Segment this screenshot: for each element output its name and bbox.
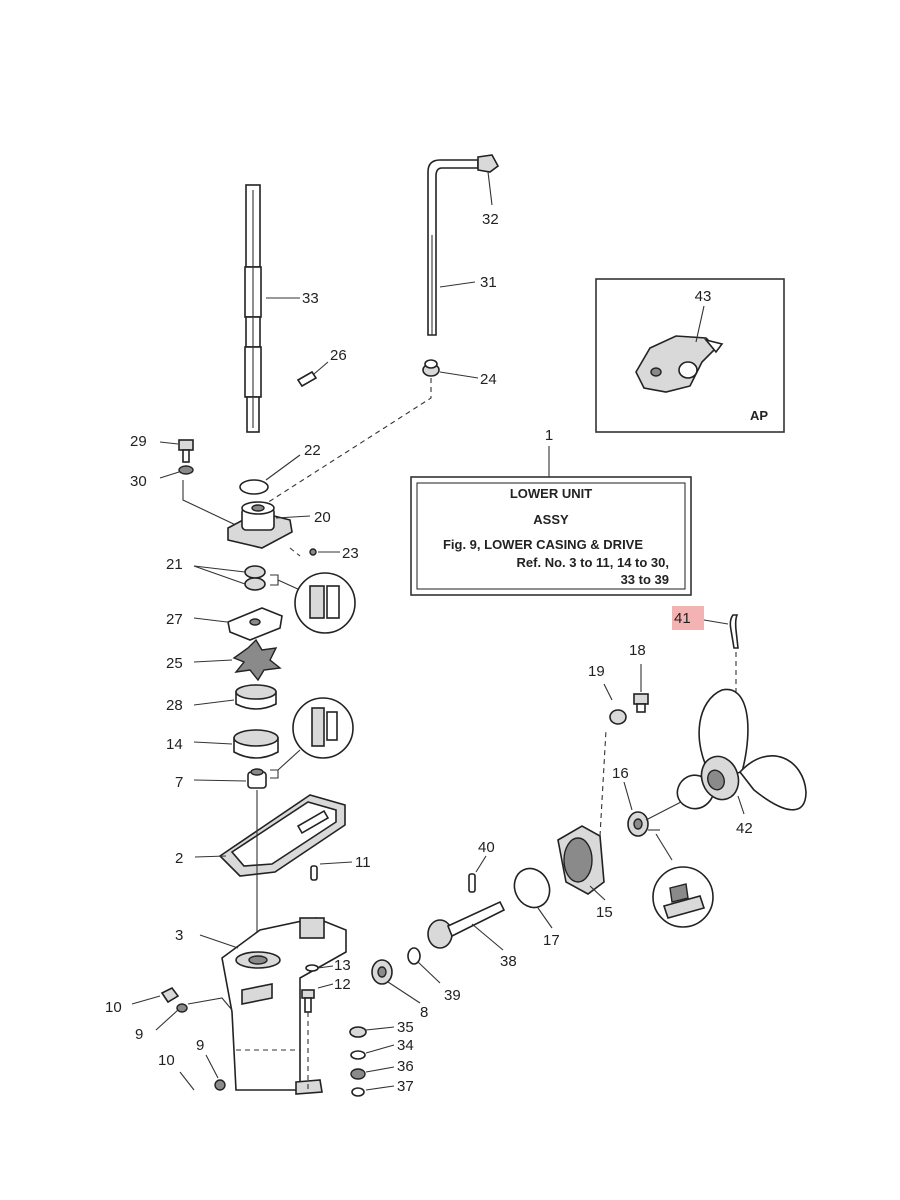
cap-7 [193,768,267,789]
callout-8: 8 [420,1004,428,1021]
callout-20: 20 [314,509,331,526]
shift-rod-joint [477,154,500,206]
gasket-9a [155,997,233,1031]
plug-10b [179,1071,195,1091]
callout-labels: 32 31 33 26 24 29 22 30 20 23 21 27 41 1… [105,211,753,1095]
spacer-16 [623,781,713,861]
seal-detail-callout [277,572,356,634]
pin-11 [310,861,353,881]
bearing-8 [371,959,421,1004]
o-ring-22 [239,454,301,495]
shift-rod [427,159,479,336]
liner-28 [193,684,277,710]
washer-30 [159,465,241,528]
callout-26: 26 [330,347,347,364]
pump-housing-20 [227,501,311,549]
grommet-24 [255,359,479,511]
assembly-title-line1: LOWER UNIT [510,486,592,501]
bearing-housing-15 [557,729,607,901]
callout-15: 15 [596,904,613,921]
plug-10a [131,986,180,1005]
lower-casing-3 [199,917,347,1095]
callout-42: 42 [736,820,753,837]
washer-39 [407,947,441,984]
plate-27 [193,607,283,641]
callout-12: 12 [334,976,351,993]
callout-3: 3 [175,927,183,944]
callout-33: 33 [302,290,319,307]
callout-7: 7 [175,774,183,791]
callout-35: 35 [397,1019,414,1036]
washer-13 [305,964,334,972]
callout-39: 39 [444,987,461,1004]
callout-41: 41 [674,610,691,627]
callout-17: 17 [543,932,560,949]
callout-14: 14 [166,736,183,753]
callout-18: 18 [629,642,646,659]
figure-reference: Fig. 9, LOWER CASING & DRIVE [443,537,643,552]
pin-23 [289,547,340,557]
callout-9b: 9 [196,1037,204,1054]
inset-part-illustration [635,305,724,393]
o-ring-17 [513,867,553,929]
callout-34: 34 [397,1037,414,1054]
cartridge-detail-callout [270,697,354,779]
assembly-ref-number: 1 [545,427,553,444]
callout-29: 29 [130,433,147,450]
gasket-9b [205,1054,226,1091]
cotter-pin-41 [703,614,739,756]
bolt-12 [301,983,334,1090]
callout-37: 37 [397,1078,414,1095]
cartridge-14 [193,729,279,759]
callout-16: 16 [612,765,629,782]
callout-30: 30 [130,473,147,490]
washers-34-37 [349,1026,395,1097]
bolt-29 [159,439,194,463]
inset-part-number: 43 [695,288,712,305]
callout-23: 23 [342,545,359,562]
drive-shaft [244,184,300,433]
callout-13: 13 [334,957,351,974]
assembly-info-box: 1 LOWER UNIT ASSY Fig. 9, LOWER CASING &… [410,427,692,596]
ref-numbers-line1: Ref. No. 3 to 11, 14 to 30, [517,555,669,570]
callout-24: 24 [480,371,497,388]
ref-numbers-line2: 33 to 39 [621,572,669,587]
callout-38: 38 [500,953,517,970]
washer-19 [603,683,627,725]
inset-panel: 43 AP [595,278,785,433]
callout-21: 21 [166,556,183,573]
callout-9a: 9 [135,1026,143,1043]
callout-27: 27 [166,611,183,628]
callout-19: 19 [588,663,605,680]
callout-28: 28 [166,697,183,714]
callout-10b: 10 [158,1052,175,1069]
propeller-shaft-38 [427,900,506,951]
callout-36: 36 [397,1058,414,1075]
callout-22: 22 [304,442,321,459]
seals-21 [193,565,279,591]
callout-25: 25 [166,655,183,672]
pin-40 [468,855,487,893]
plate-2 [194,790,346,940]
dowel-pin-26 [296,361,329,388]
spacer-detail-callout [652,866,714,928]
bolt-18 [633,664,649,713]
callout-40: 40 [478,839,495,856]
callout-32: 32 [482,211,499,228]
inset-label: AP [750,408,768,423]
callout-31: 31 [480,274,497,291]
propeller-42 [676,688,807,815]
impeller-25 [193,638,282,682]
callout-2: 2 [175,850,183,867]
part-41-highlight [672,606,704,630]
callout-10a: 10 [105,999,122,1016]
assembly-title-line2: ASSY [533,512,569,527]
callout-11: 11 [355,854,371,871]
